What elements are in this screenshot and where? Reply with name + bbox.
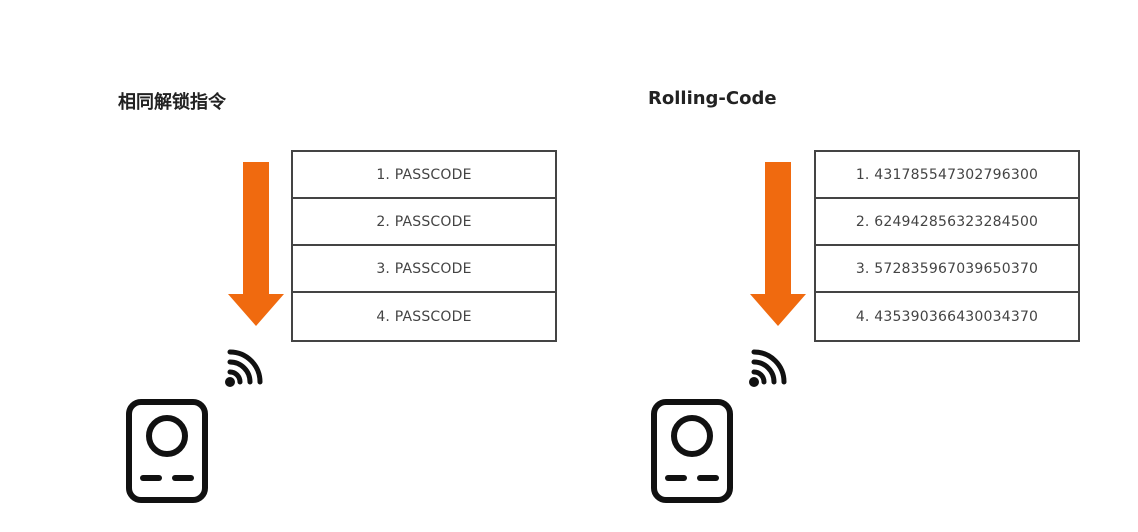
table-row: 3. 572835967039650370	[816, 246, 1078, 293]
passcode-table: 1. PASSCODE 2. PASSCODE 3. PASSCODE 4. P…	[291, 150, 557, 342]
panel-title: 相同解锁指令	[118, 92, 226, 113]
table-row: 1. 431785547302796300	[816, 152, 1078, 199]
same-unlock-panel: 相同解锁指令 1. PASSCODE 2. PASSCODE 3. PASSCO…	[118, 92, 557, 503]
table-row: 2. 624942856323284500	[816, 199, 1078, 246]
key-fob-icon	[126, 399, 208, 503]
rolling-code-table: 1. 431785547302796300 2. 624942856323284…	[814, 150, 1080, 342]
table-row: 3. PASSCODE	[293, 246, 555, 293]
down-arrow-icon	[228, 162, 284, 326]
table-row: 4. 435390366430034370	[855, 308, 1039, 325]
table-row: 4. PASSCODE	[376, 308, 472, 325]
wireless-signal-icon	[225, 349, 263, 387]
table-row: 1. PASSCODE	[293, 152, 555, 199]
panel-title: Rolling-Code	[648, 88, 777, 109]
table-row: 2. PASSCODE	[293, 199, 555, 246]
wireless-signal-icon	[749, 349, 787, 387]
down-arrow-icon	[750, 162, 806, 326]
rolling-code-panel: Rolling-Code 1. 431785547302796300 2. 62…	[523, 0, 1092, 532]
key-fob-icon	[651, 399, 733, 503]
